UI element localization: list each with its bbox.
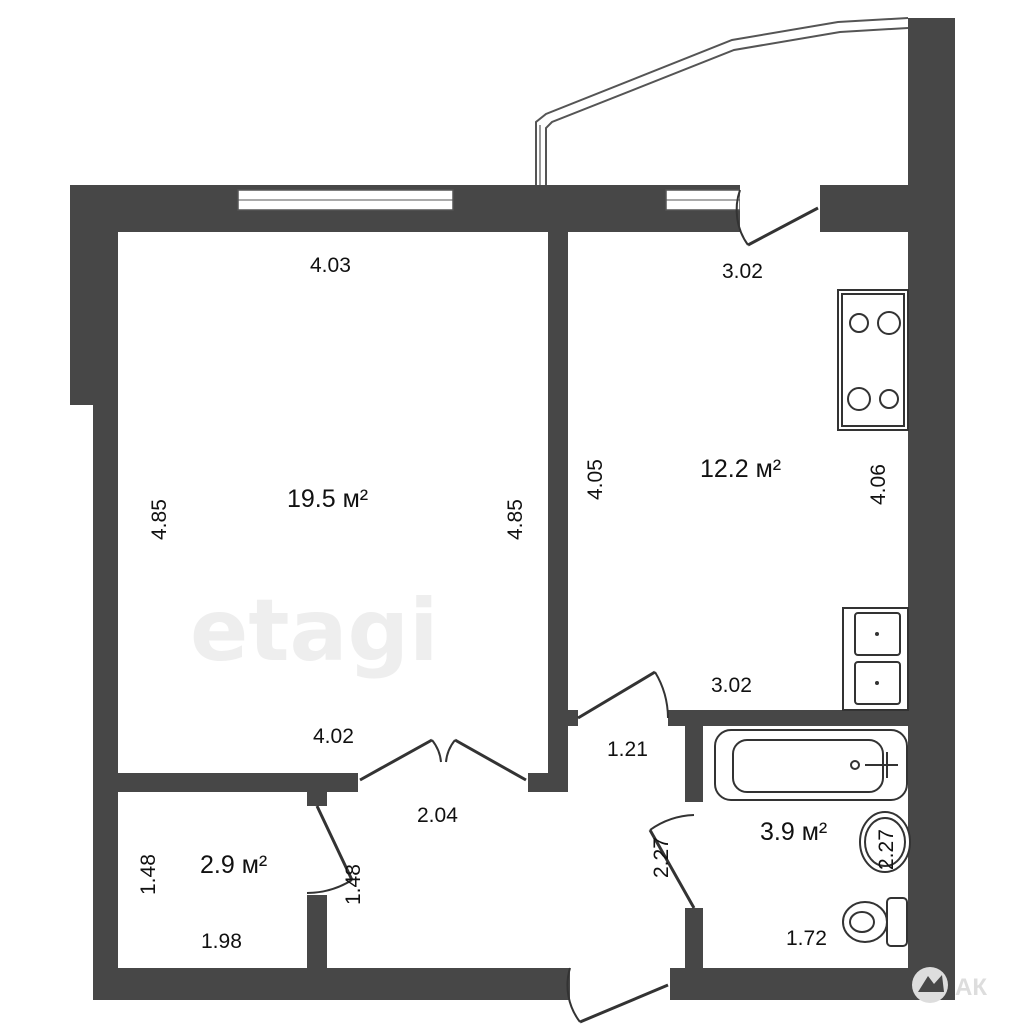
kitchen-sink-icon bbox=[842, 607, 909, 711]
kitchen-dim-bottom: 3.02 bbox=[711, 674, 752, 697]
entrance-door-opening bbox=[570, 968, 670, 1000]
kitchen-dim-top: 3.02 bbox=[722, 260, 763, 283]
balcony bbox=[535, 17, 909, 185]
washbasin-icon bbox=[859, 811, 911, 873]
living-room-dim-right: 4.85 bbox=[504, 499, 527, 540]
window-kitchen bbox=[665, 189, 741, 211]
watermark: etagi bbox=[190, 581, 439, 681]
kitchen-dim-left: 4.05 bbox=[584, 459, 607, 500]
hallway-dim-top: 1.21 bbox=[607, 738, 648, 761]
bathroom-dim-bottom: 1.72 bbox=[786, 927, 827, 950]
living-room-dim-left: 4.85 bbox=[148, 499, 171, 540]
closet-area: 2.9 м² bbox=[200, 851, 267, 879]
window-living-room bbox=[237, 189, 454, 211]
bathtub-icon bbox=[714, 729, 908, 801]
doors bbox=[306, 189, 819, 1024]
living-room-dim-bottom: 4.02 bbox=[313, 725, 354, 748]
closet-dim-bottom: 1.98 bbox=[201, 930, 242, 953]
hallway-dim-right: 2.27 bbox=[650, 837, 673, 878]
corner-logo: АК bbox=[912, 967, 987, 1003]
closet-dim-left: 1.48 bbox=[137, 854, 160, 895]
balcony-door-opening bbox=[740, 185, 820, 232]
hallway-dim-width: 2.04 bbox=[417, 804, 458, 827]
living-room-dim-top: 4.03 bbox=[310, 254, 351, 277]
corner-logo-text: АК bbox=[955, 974, 987, 1001]
bathroom-area: 3.9 м² bbox=[760, 818, 827, 846]
kitchen-dim-right: 4.06 bbox=[867, 464, 890, 505]
bathroom-dim-right: 2.27 bbox=[875, 829, 898, 870]
living-room-area: 19.5 м² bbox=[287, 485, 368, 513]
closet-dim-right: 1.48 bbox=[342, 864, 365, 905]
stove-icon bbox=[837, 289, 909, 431]
kitchen-area: 12.2 м² bbox=[700, 455, 781, 483]
walls bbox=[70, 18, 955, 1000]
toilet-icon bbox=[842, 897, 908, 947]
